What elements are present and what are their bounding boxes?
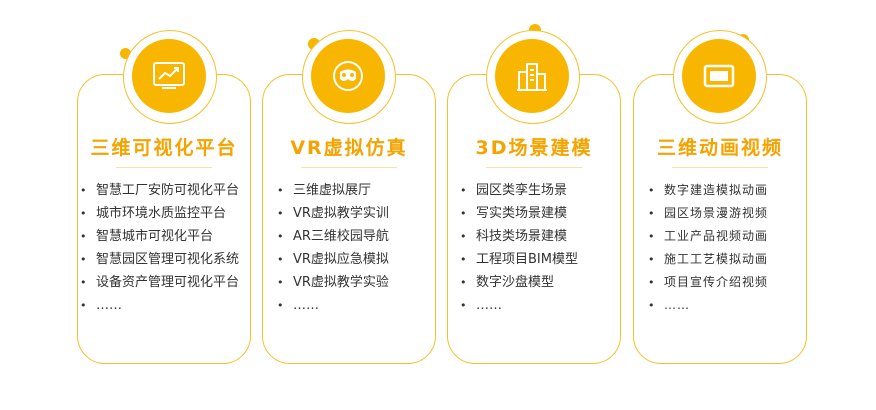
list-item: VR虚拟教学实训	[277, 202, 449, 225]
list-item: 数字建造模拟动画	[648, 179, 820, 202]
list-item: 项目宣传介绍视频	[648, 271, 820, 294]
card-vr-simulation[interactable]: VR虚拟仿真 三维虚拟展厅 VR虚拟教学实训 AR三维校园导航 VR虚拟应急模拟…	[262, 74, 436, 364]
list-item: 园区类孪生场景	[460, 179, 632, 202]
list-item: ……	[277, 294, 449, 317]
item-list: 智慧工厂安防可视化平台 城市环境水质监控平台 智慧城市可视化平台 智慧园区管理可…	[80, 179, 252, 317]
badge	[296, 24, 406, 134]
list-item: ……	[80, 294, 252, 317]
divider	[672, 167, 768, 168]
divider	[116, 167, 212, 168]
list-item: AR三维校园导航	[277, 225, 449, 248]
city-buildings-icon	[495, 39, 569, 113]
list-item: 工业产品视频动画	[648, 225, 820, 248]
list-item: 城市环境水质监控平台	[80, 202, 252, 225]
list-item: 工程项目BIM模型	[460, 248, 632, 271]
monitor-video-icon	[682, 39, 756, 113]
list-item: 智慧城市可视化平台	[80, 225, 252, 248]
list-item: 智慧工厂安防可视化平台	[80, 179, 252, 202]
chart-screen-icon	[132, 39, 206, 113]
list-item: 科技类场景建模	[460, 225, 632, 248]
item-list: 三维虚拟展厅 VR虚拟教学实训 AR三维校园导航 VR虚拟应急模拟 VR虚拟教学…	[277, 179, 449, 317]
divider	[486, 167, 582, 168]
badge	[117, 24, 227, 134]
divider	[301, 167, 397, 168]
list-item: VR虚拟应急模拟	[277, 248, 449, 271]
card-title: VR虚拟仿真	[290, 137, 408, 159]
vr-headset-icon	[311, 39, 385, 113]
list-item: VR虚拟教学实验	[277, 271, 449, 294]
list-item: 园区场景漫游视频	[648, 202, 820, 225]
list-item: 写实类场景建模	[460, 202, 632, 225]
card-title: 三维动画视频	[656, 137, 783, 159]
list-item: 施工工艺模拟动画	[648, 248, 820, 271]
item-list: 数字建造模拟动画 园区场景漫游视频 工业产品视频动画 施工工艺模拟动画 项目宣传…	[648, 179, 820, 317]
list-item: 智慧园区管理可视化系统	[80, 248, 252, 271]
card-title: 三维可视化平台	[90, 137, 238, 159]
item-list: 园区类孪生场景 写实类场景建模 科技类场景建模 工程项目BIM模型 数字沙盘模型…	[460, 179, 632, 317]
card-title: 3D场景建模	[475, 137, 593, 159]
list-item: 设备资产管理可视化平台	[80, 271, 252, 294]
list-item: ……	[460, 294, 632, 317]
list-item: 数字沙盘模型	[460, 271, 632, 294]
badge	[480, 24, 590, 134]
list-item: 三维虚拟展厅	[277, 179, 449, 202]
decor-dot	[120, 48, 131, 59]
list-item: ……	[648, 294, 820, 317]
badge	[667, 24, 777, 134]
